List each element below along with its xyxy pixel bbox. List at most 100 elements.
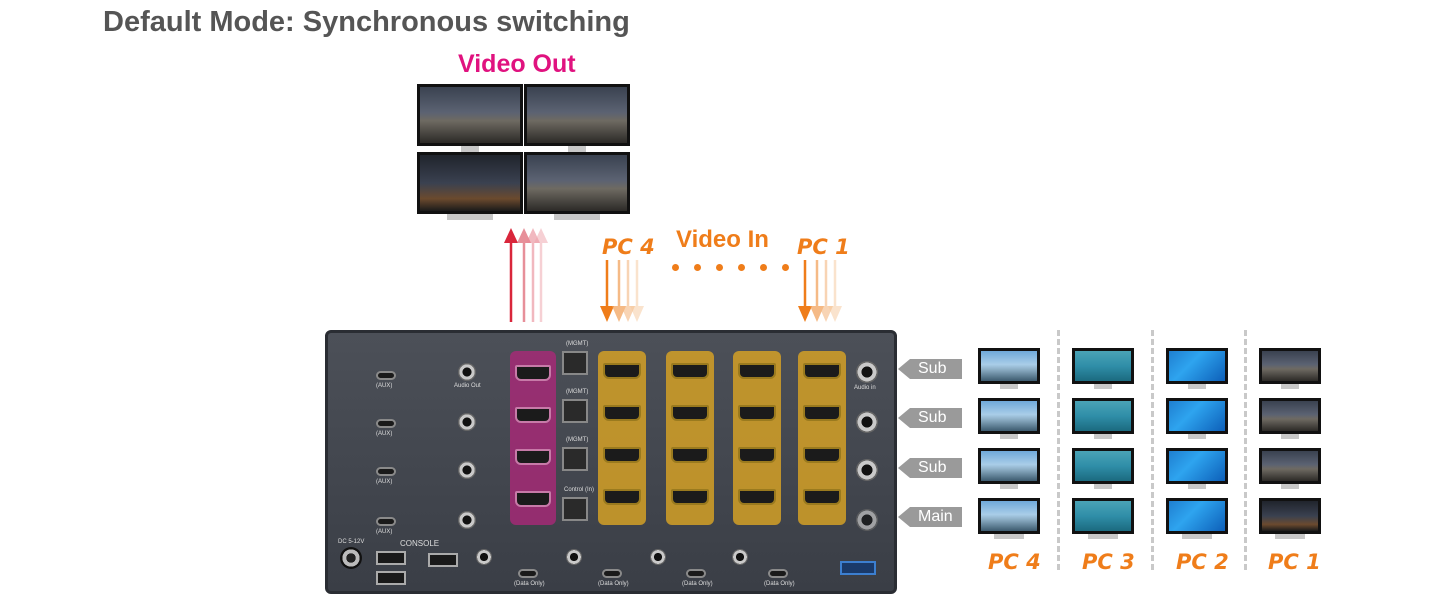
usb-c-port-icon[interactable] xyxy=(602,569,622,578)
hdmi-port-icon[interactable] xyxy=(603,363,641,379)
pc1-top-label: PC 1 xyxy=(797,235,850,259)
power-jack-icon[interactable] xyxy=(340,547,362,569)
rj45-port-icon[interactable] xyxy=(562,351,588,375)
ellipsis-dot xyxy=(672,264,679,271)
hdmi-port-icon[interactable] xyxy=(671,447,709,463)
monitor-stand xyxy=(1094,384,1112,389)
aux-label: (AUX) xyxy=(376,431,393,437)
hdmi-port-icon[interactable] xyxy=(671,363,709,379)
audio-jack-icon[interactable] xyxy=(732,549,748,565)
hdmi-port-icon[interactable] xyxy=(515,449,551,465)
rj45-port-icon[interactable] xyxy=(562,497,588,521)
arrow-up-icon xyxy=(504,228,518,322)
audio-jack-icon[interactable] xyxy=(458,363,476,381)
hdmi-port-icon[interactable] xyxy=(738,405,776,421)
video-out-hdmi-group xyxy=(510,351,556,525)
pc2-hdmi-group xyxy=(733,351,781,525)
monitor-icon xyxy=(1072,348,1134,384)
monitor-icon xyxy=(1259,348,1321,384)
usb-c-port-icon[interactable] xyxy=(518,569,538,578)
monitor-stand xyxy=(1188,484,1206,489)
monitor-stand xyxy=(994,534,1024,539)
ellipsis-dot xyxy=(738,264,745,271)
rj45-port-icon[interactable] xyxy=(562,447,588,471)
audio-jack-icon[interactable] xyxy=(458,511,476,529)
hdmi-port-icon[interactable] xyxy=(803,447,841,463)
arrow-down-icon xyxy=(630,260,644,322)
monitor-stand xyxy=(1281,384,1299,389)
arrow-down-icon xyxy=(828,260,842,322)
audio-jack-icon[interactable] xyxy=(458,461,476,479)
monitor-stand xyxy=(1188,434,1206,439)
monitor-stand xyxy=(1281,434,1299,439)
mgmt-label: (MGMT) xyxy=(566,341,589,347)
usb-c-port-icon[interactable] xyxy=(376,467,396,476)
hdmi-port-icon[interactable] xyxy=(671,405,709,421)
audio-jack-icon[interactable] xyxy=(856,411,878,433)
monitor-stand xyxy=(1000,484,1018,489)
rj45-port-icon[interactable] xyxy=(562,399,588,423)
pc4-hdmi-group xyxy=(598,351,646,525)
monitor-stand xyxy=(1182,534,1212,539)
column-separator xyxy=(1151,330,1154,570)
usb-a-port-icon[interactable] xyxy=(428,553,458,567)
hdmi-port-icon[interactable] xyxy=(738,363,776,379)
usb-c-port-icon[interactable] xyxy=(376,371,396,380)
usb-c-port-icon[interactable] xyxy=(768,569,788,578)
aux-label: (AUX) xyxy=(376,383,393,389)
monitor-icon xyxy=(1166,448,1228,484)
hdmi-port-icon[interactable] xyxy=(803,363,841,379)
monitor-stand xyxy=(447,214,493,220)
page-title: Default Mode: Synchronous switching xyxy=(103,6,630,38)
hdmi-port-icon[interactable] xyxy=(603,489,641,505)
hdmi-port-icon[interactable] xyxy=(738,489,776,505)
usb-a-port-icon[interactable] xyxy=(840,561,876,575)
audio-jack-icon[interactable] xyxy=(856,509,878,531)
hdmi-port-icon[interactable] xyxy=(515,365,551,381)
data-only-label: (Data Only) xyxy=(764,581,795,587)
audio-in-label: Audio in xyxy=(854,385,876,391)
aux-label: (AUX) xyxy=(376,479,393,485)
arrow-down-icon xyxy=(621,260,635,322)
hdmi-port-icon[interactable] xyxy=(803,405,841,421)
row-label-main: Main xyxy=(898,507,962,527)
audio-jack-icon[interactable] xyxy=(856,459,878,481)
monitor-stand xyxy=(1088,534,1118,539)
usb-c-port-icon[interactable] xyxy=(376,419,396,428)
hdmi-port-icon[interactable] xyxy=(738,447,776,463)
usb-a-port-icon[interactable] xyxy=(376,571,406,585)
monitor-stand xyxy=(1094,484,1112,489)
video-in-label: Video In xyxy=(676,226,769,253)
monitor-icon xyxy=(1166,398,1228,434)
audio-jack-icon[interactable] xyxy=(856,361,878,383)
ellipsis-dot xyxy=(694,264,701,271)
hdmi-port-icon[interactable] xyxy=(803,489,841,505)
hdmi-port-icon[interactable] xyxy=(603,405,641,421)
monitor-stand xyxy=(1000,434,1018,439)
monitor-stand xyxy=(1188,384,1206,389)
monitor-icon xyxy=(524,84,630,146)
audio-jack-icon[interactable] xyxy=(458,413,476,431)
hdmi-port-icon[interactable] xyxy=(671,489,709,505)
arrow-down-icon xyxy=(798,260,812,322)
monitor-stand xyxy=(1281,484,1299,489)
monitor-icon xyxy=(978,448,1040,484)
data-only-label: (Data Only) xyxy=(598,581,629,587)
audio-jack-icon[interactable] xyxy=(650,549,666,565)
hdmi-port-icon[interactable] xyxy=(603,447,641,463)
audio-jack-icon[interactable] xyxy=(476,549,492,565)
pc3-hdmi-group xyxy=(666,351,714,525)
usb-c-port-icon[interactable] xyxy=(376,517,396,526)
monitor-stand xyxy=(1275,534,1305,539)
hdmi-port-icon[interactable] xyxy=(515,491,551,507)
arrow-down-icon xyxy=(600,260,614,322)
monitor-icon xyxy=(417,152,523,214)
hdmi-port-icon[interactable] xyxy=(515,407,551,423)
monitor-icon xyxy=(978,498,1040,534)
usb-a-port-icon[interactable] xyxy=(376,551,406,565)
audio-jack-icon[interactable] xyxy=(566,549,582,565)
usb-c-port-icon[interactable] xyxy=(686,569,706,578)
pc-label-pc4: PC 4 xyxy=(988,550,1041,574)
arrow-down-icon xyxy=(612,260,626,322)
row-label-sub-3: Sub xyxy=(898,458,962,478)
